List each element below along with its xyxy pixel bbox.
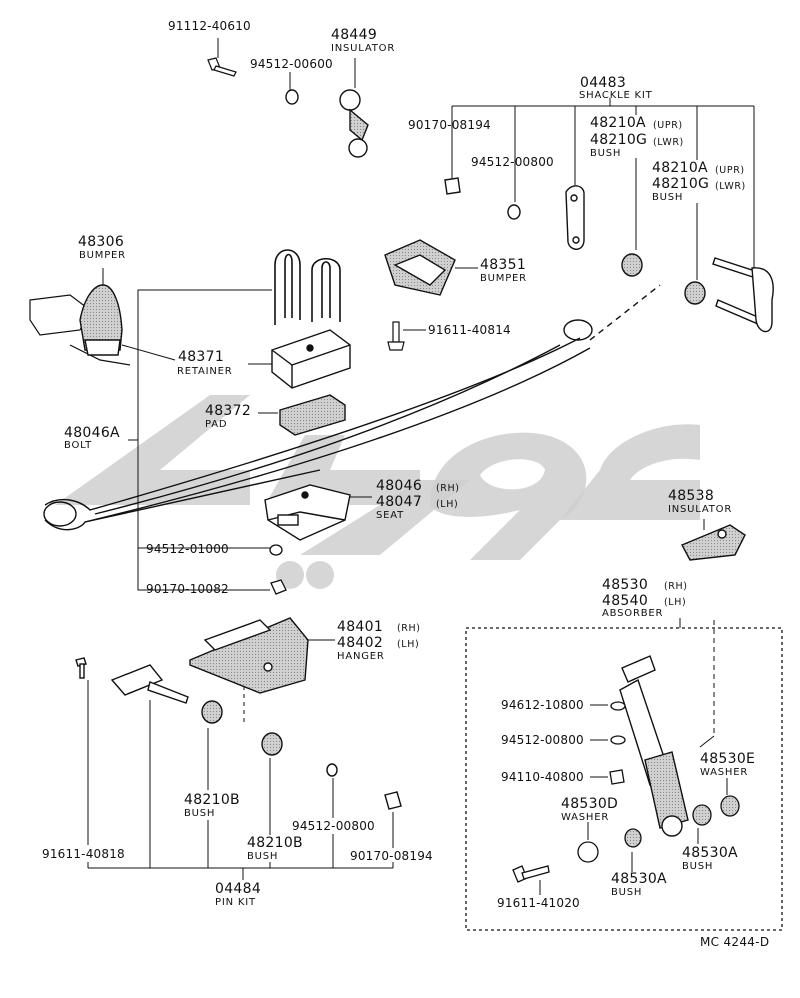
label-bumper-right: BUMPER (480, 273, 527, 284)
label-91611-40814: 91611-40814 (428, 323, 511, 337)
label-94512-00800-top: 94512-00800 (471, 155, 554, 169)
label-48530a-2: 48530A (611, 871, 667, 887)
label-04483: 04483 (580, 75, 627, 91)
bolt-40610-drawing (207, 57, 237, 77)
label-48210g-1: 48210G (590, 132, 648, 148)
label-bush-1: BUSH (590, 148, 622, 159)
label-pin-kit: PIN KIT (215, 897, 256, 908)
label-48210a-2: 48210A (652, 160, 708, 176)
leader-lines (87, 38, 755, 895)
label-94512-01000: 94512-01000 (146, 542, 229, 556)
label-bush-b2: BUSH (247, 851, 279, 862)
label-04484: 04484 (215, 881, 262, 897)
label-bush-2: BUSH (652, 192, 684, 203)
label-washer-e: WASHER (700, 767, 749, 778)
seat-drawing (264, 484, 351, 541)
small-hardware-drawing (269, 544, 287, 595)
label-washer-d: WASHER (561, 812, 610, 823)
label-48371: 48371 (178, 349, 225, 365)
label-rh-2: (RH) (664, 581, 688, 592)
label-94512-00800-box: 94512-00800 (501, 733, 584, 747)
retainer-drawing (271, 329, 351, 389)
label-48530d: 48530D (561, 796, 619, 812)
shackle-parts-drawing (444, 177, 774, 333)
label-hanger: HANGER (337, 651, 385, 662)
hanger-drawing (189, 617, 309, 694)
bumper-48306-drawing (79, 284, 123, 356)
label-94110-40800: 94110-40800 (501, 770, 584, 784)
label-seat: SEAT (376, 510, 405, 521)
label-91611-41020: 91611-41020 (497, 896, 580, 910)
label-90170-08194-top: 90170-08194 (408, 118, 491, 132)
label-shackle-kit: SHACKLE KIT (579, 90, 653, 101)
label-upr-1: (UPR) (653, 120, 683, 131)
label-90170-08194-bot: 90170-08194 (350, 849, 433, 863)
label-91112-40610: 91112-40610 (168, 19, 251, 33)
diagram-reference-code: MC 4244-D (700, 935, 770, 949)
label-48210g-2: 48210G (652, 176, 710, 192)
label-94612-10800: 94612-10800 (501, 698, 584, 712)
label-rh-3: (RH) (397, 623, 421, 634)
label-lwr-1: (LWR) (653, 137, 684, 148)
label-bolt: BOLT (64, 440, 93, 451)
label-bumper-left: BUMPER (79, 250, 126, 261)
absorber-box (465, 627, 783, 931)
label-91611-40818: 91611-40818 (42, 847, 125, 861)
label-bush-a2: BUSH (611, 887, 643, 898)
pin-drawing (75, 657, 189, 704)
label-94512-00600: 94512-00600 (250, 57, 333, 71)
label-48306: 48306 (78, 234, 125, 250)
label-48210a-1: 48210A (590, 115, 646, 131)
label-48351: 48351 (480, 257, 527, 273)
shock-absorber-drawing (619, 655, 689, 837)
bolt-40814-drawing (387, 321, 405, 351)
label-bush-b1: BUSH (184, 808, 216, 819)
leaf-spring-drawing (43, 284, 661, 531)
label-48372: 48372 (205, 403, 252, 419)
label-lh-3: (LH) (397, 639, 420, 650)
label-48210b-1: 48210B (184, 792, 240, 808)
label-lwr-2: (LWR) (715, 181, 746, 192)
insulator-48538-drawing (681, 524, 746, 561)
label-48402: 48402 (337, 635, 384, 651)
label-rh-1: (RH) (436, 483, 460, 494)
label-lh-2: (LH) (664, 597, 687, 608)
insulator-48449-drawing (339, 89, 369, 158)
bush-48210b-drawing (201, 700, 402, 810)
u-bolt-drawing (274, 249, 341, 325)
label-pad: PAD (205, 419, 228, 430)
label-48530: 48530 (602, 577, 649, 593)
washer-00600-drawing (285, 89, 299, 105)
label-lh-1: (LH) (436, 499, 459, 510)
label-48530a-1: 48530A (682, 845, 738, 861)
label-absorber: ABSORBER (602, 608, 664, 619)
label-48046a: 48046A (64, 425, 120, 441)
label-94512-00800-bot: 94512-00800 (292, 819, 375, 833)
label-48540: 48540 (602, 593, 649, 609)
label-bush-a1: BUSH (682, 861, 714, 872)
label-48046: 48046 (376, 478, 423, 494)
bumper-48351-drawing (384, 239, 456, 296)
label-retainer: RETAINER (177, 366, 233, 377)
pad-drawing (279, 394, 346, 436)
absorber-hardware-drawing (512, 701, 740, 883)
label-48538: 48538 (668, 488, 715, 504)
label-48047: 48047 (376, 494, 423, 510)
label-90170-10082: 90170-10082 (146, 582, 229, 596)
label-48210b-2: 48210B (247, 835, 303, 851)
label-48401: 48401 (337, 619, 384, 635)
label-48449: 48449 (331, 27, 378, 43)
frame-bracket-drawing (29, 294, 131, 366)
label-48530e: 48530E (700, 751, 756, 767)
label-upr-2: (UPR) (715, 165, 745, 176)
label-insulator-right: INSULATOR (668, 504, 733, 515)
label-insulator-top: INSULATOR (331, 43, 396, 54)
